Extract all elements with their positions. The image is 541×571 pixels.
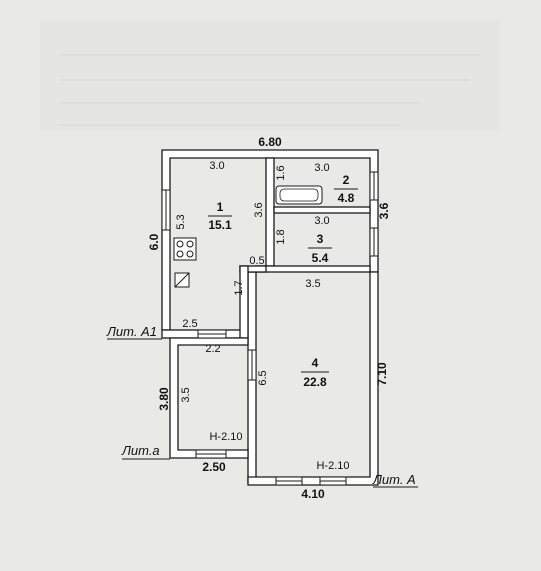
- windows: [161, 171, 379, 486]
- room-2-area: 4.8: [338, 191, 355, 205]
- dim-right-total: 7.10: [375, 362, 389, 386]
- dim-a-top: 2.2: [205, 343, 220, 355]
- room-labels: 1 15.1 2 4.8 3 5.4 4 22.8: [208, 173, 358, 389]
- dim-notch: 0.5: [249, 255, 264, 267]
- stove-icon: [173, 237, 197, 261]
- room-4-area: 22.8: [303, 375, 327, 389]
- dim-r1-top: 3.0: [209, 160, 224, 172]
- room-4-number: 4: [312, 356, 319, 370]
- dim-right-upper: 3.6: [377, 202, 391, 219]
- dim-left-a1: 6.0: [147, 233, 161, 250]
- room-3-area: 5.4: [312, 251, 329, 265]
- dim-r3-top: 3.0: [314, 215, 329, 227]
- dim-a-side: 3.5: [180, 387, 192, 402]
- lit-labels: Лит. А1 Лит.а Лит. А: [106, 324, 418, 488]
- dim-r1-low: 1.7: [233, 280, 245, 295]
- bathtub-icon: [275, 185, 323, 205]
- dim-r4-top: 3.5: [305, 278, 320, 290]
- height-room-4: Н-2.10: [316, 460, 349, 472]
- dim-r4-side: 6.5: [257, 370, 269, 385]
- dim-r1-bottom: 2.5: [182, 318, 197, 330]
- lit-a-big-label: Лит. А: [372, 472, 416, 487]
- lit-a1-label: Лит. А1: [106, 324, 157, 339]
- room-3-number: 3: [317, 232, 324, 246]
- room-2-number: 2: [343, 173, 350, 187]
- exterior-dimensions: 6.80 6.0 3.6 7.10 3.80 2.50 4.10: [147, 135, 391, 501]
- dim-r2-top: 3.0: [314, 162, 329, 174]
- dim-bottom-main: 4.10: [301, 487, 325, 501]
- dim-r3-side: 1.8: [275, 229, 287, 244]
- dim-r1-side: 5.3: [175, 214, 187, 229]
- room-1-number: 1: [217, 200, 224, 214]
- lit-a-small-label: Лит.а: [121, 443, 160, 458]
- dim-overall-width: 6.80: [258, 135, 282, 149]
- room-1-area: 15.1: [208, 218, 232, 232]
- dim-r12-between: 3.6: [253, 202, 265, 217]
- chimney-icon: [174, 272, 190, 288]
- interior-dimensions: 3.0 5.3 3.0 1.6 3.6 3.0 1.8 0.5 1.7 2.5 …: [175, 160, 350, 472]
- dim-left-a: 3.80: [157, 387, 171, 411]
- dim-r2-side: 1.6: [275, 165, 287, 180]
- height-room-a: Н-2.10: [209, 431, 242, 443]
- dim-bottom-a: 2.50: [202, 460, 226, 474]
